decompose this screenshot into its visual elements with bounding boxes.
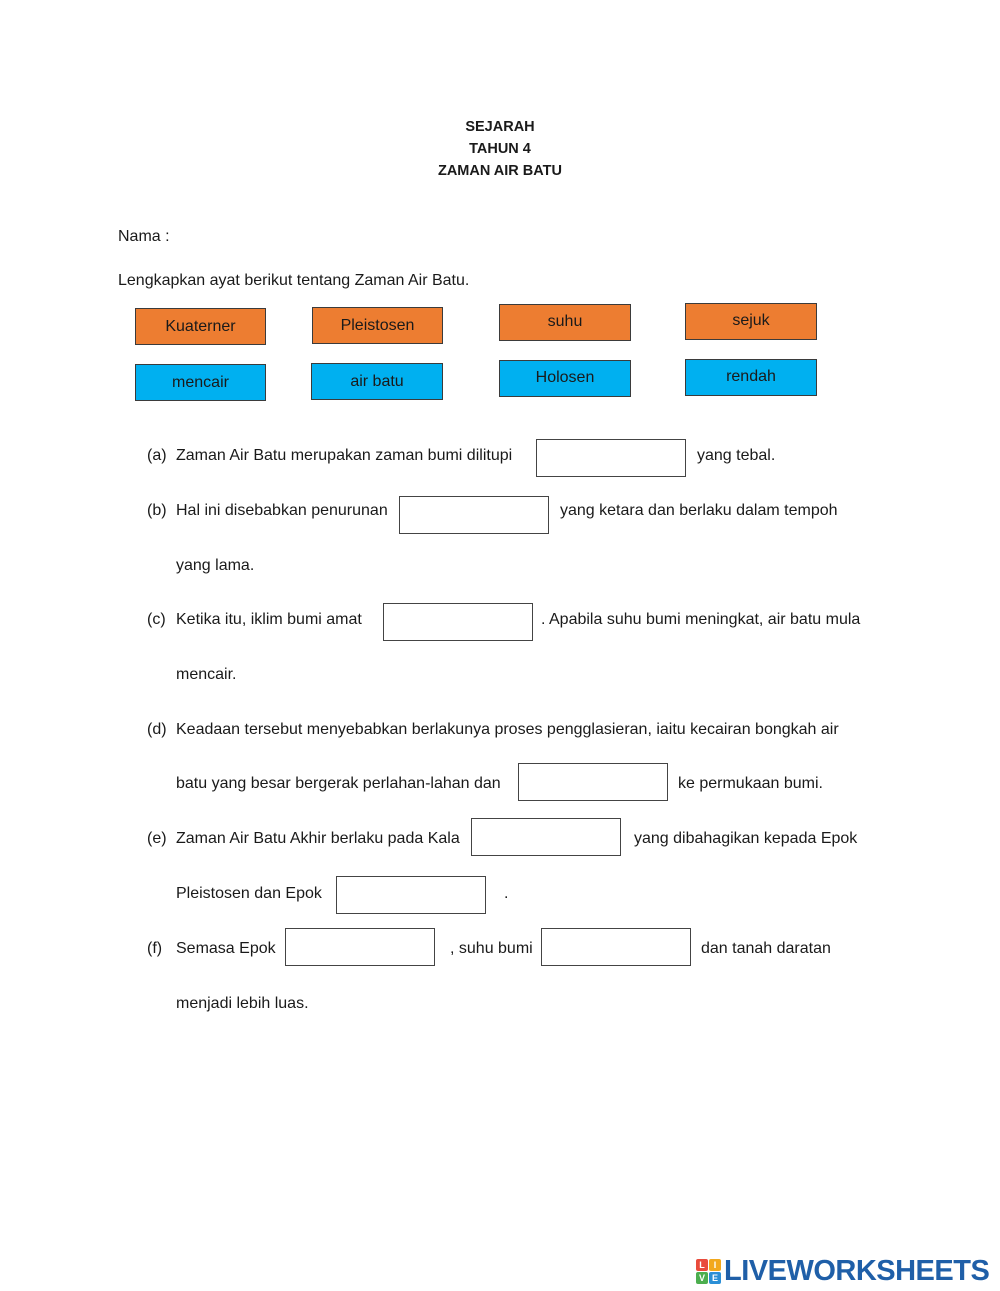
question-text: . Apabila suhu bumi meningkat, air batu … bbox=[541, 611, 861, 628]
worksheet-year: TAHUN 4 bbox=[469, 141, 531, 157]
answer-blank-c[interactable] bbox=[383, 603, 533, 641]
question-text: , suhu bumi bbox=[450, 940, 533, 957]
logo-letter: I bbox=[709, 1258, 721, 1271]
logo-letter: L bbox=[696, 1258, 708, 1271]
question-text: ke permukaan bumi. bbox=[678, 775, 823, 792]
question-label: (e) bbox=[147, 830, 167, 847]
question-label: (f) bbox=[147, 940, 163, 957]
question-text: Hal ini disebabkan penurunan bbox=[176, 502, 388, 519]
word-tile-kuaterner[interactable]: Kuaterner bbox=[135, 308, 266, 345]
question-text: mencair. bbox=[176, 666, 237, 683]
answer-blank-b[interactable] bbox=[399, 496, 549, 534]
answer-blank-e1[interactable] bbox=[471, 818, 621, 856]
question-text: Keadaan tersebut menyebabkan berlakunya … bbox=[176, 721, 839, 738]
question-text: batu yang besar bergerak perlahan-lahan … bbox=[176, 775, 501, 792]
worksheet-topic: ZAMAN AIR BATU bbox=[437, 163, 563, 179]
question-text: . bbox=[504, 885, 509, 902]
word-tile-pleistosen[interactable]: Pleistosen bbox=[312, 307, 443, 344]
question-text: Semasa Epok bbox=[176, 940, 276, 957]
question-text: Ketika itu, iklim bumi amat bbox=[176, 611, 362, 628]
question-text: yang ketara dan berlaku dalam tempoh bbox=[560, 502, 838, 519]
question-label: (a) bbox=[147, 447, 167, 464]
name-label: Nama : bbox=[118, 228, 170, 245]
worksheet-subject: SEJARAH bbox=[465, 119, 535, 135]
instruction-text: Lengkapkan ayat berikut tentang Zaman Ai… bbox=[118, 272, 470, 289]
question-text: Zaman Air Batu merupakan zaman bumi dili… bbox=[176, 447, 513, 464]
question-text: Pleistosen dan Epok bbox=[176, 885, 322, 902]
logo-letter: E bbox=[709, 1271, 721, 1284]
answer-blank-d[interactable] bbox=[518, 763, 668, 801]
question-label: (c) bbox=[147, 611, 166, 628]
question-text: dan tanah daratan bbox=[701, 940, 831, 957]
answer-blank-f1[interactable] bbox=[285, 928, 435, 966]
logo-mark-icon: L I V E bbox=[696, 1258, 721, 1284]
word-tile-sejuk[interactable]: sejuk bbox=[685, 303, 817, 340]
question-text: yang lama. bbox=[176, 557, 255, 574]
answer-blank-e2[interactable] bbox=[336, 876, 486, 914]
word-tile-holosen[interactable]: Holosen bbox=[499, 360, 631, 397]
word-tile-suhu[interactable]: suhu bbox=[499, 304, 631, 341]
word-tile-air-batu[interactable]: air batu bbox=[311, 363, 443, 400]
question-label: (b) bbox=[147, 502, 167, 519]
logo-text: LIVEWORKSHEETS bbox=[724, 1254, 990, 1287]
answer-blank-f2[interactable] bbox=[541, 928, 691, 966]
question-label: (d) bbox=[147, 721, 167, 738]
word-tile-rendah[interactable]: rendah bbox=[685, 359, 817, 396]
word-tile-mencair[interactable]: mencair bbox=[135, 364, 266, 401]
answer-blank-a[interactable] bbox=[536, 439, 686, 477]
question-text: yang tebal. bbox=[697, 447, 776, 464]
logo-letter: V bbox=[696, 1271, 708, 1284]
question-text: yang dibahagikan kepada Epok bbox=[634, 830, 858, 847]
question-text: Zaman Air Batu Akhir berlaku pada Kala bbox=[176, 830, 460, 847]
liveworksheets-logo: L I V E LIVEWORKSHEETS bbox=[696, 1254, 990, 1287]
question-text: menjadi lebih luas. bbox=[176, 995, 309, 1012]
